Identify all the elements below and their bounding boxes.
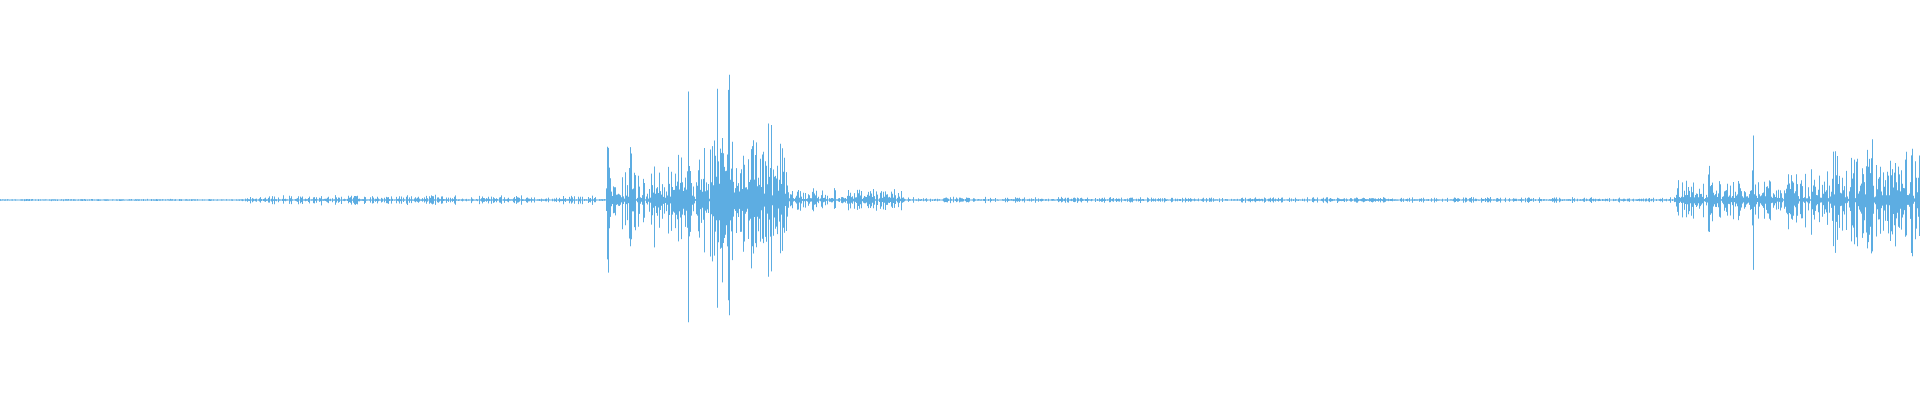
audio-waveform-panel[interactable] [0, 0, 1920, 400]
waveform-svg[interactable] [0, 0, 1920, 400]
